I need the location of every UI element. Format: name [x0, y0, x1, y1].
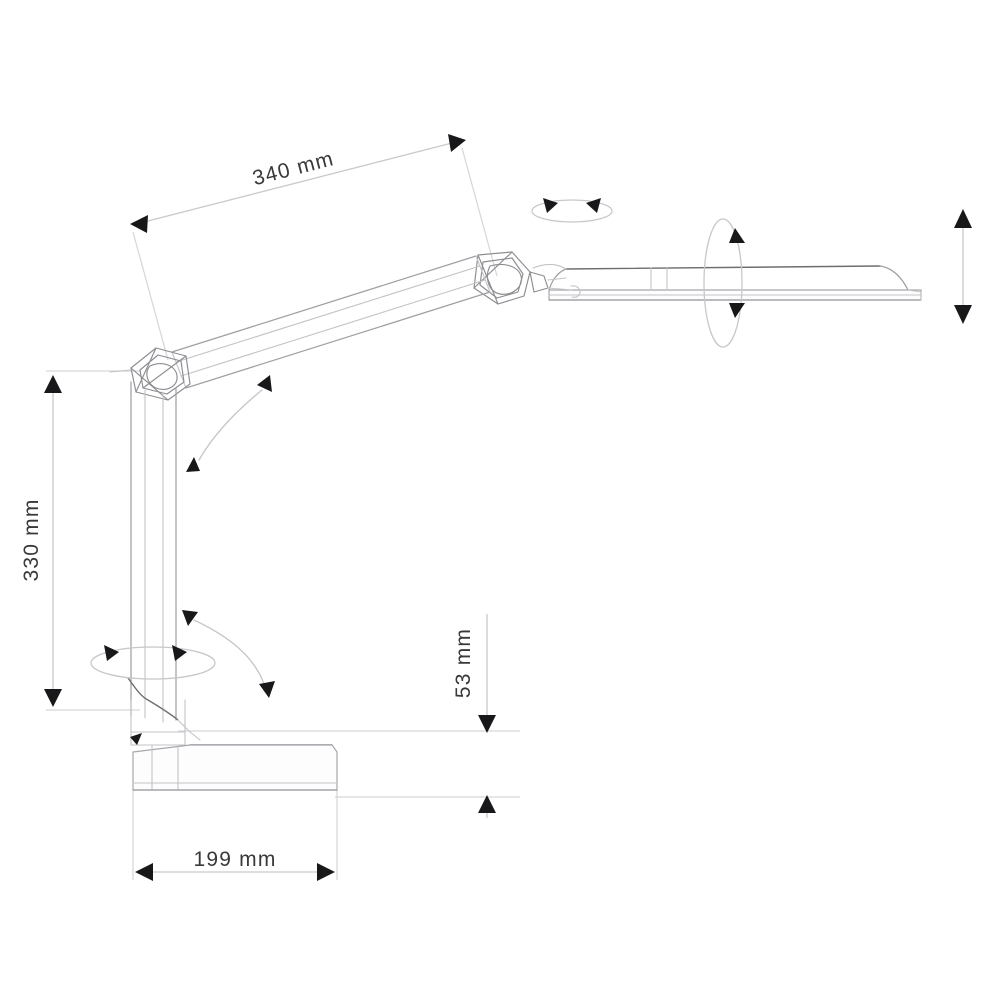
part-upper-elbow [473, 251, 581, 305]
base-post-seat [151, 744, 179, 791]
head-left-cap [548, 268, 567, 291]
elbow-knob [570, 285, 581, 298]
rotation-arrow-bottom-icon [729, 303, 745, 318]
joint-cross [130, 347, 187, 401]
rotation-arrow-top-icon [729, 228, 745, 243]
arm-end-right [475, 255, 491, 293]
motion-base-swivel [90, 645, 216, 680]
motion-head-vertical-travel [954, 209, 972, 324]
dimension-base-clearance: 53 mm [178, 614, 520, 818]
arrow-bottom-icon [44, 689, 62, 707]
extension-line-right [461, 147, 498, 277]
elbow-to-head-stems [547, 277, 573, 291]
dimension-label-330: 330 mm [20, 498, 43, 581]
elbow-link [529, 271, 549, 293]
dimension-label-199: 199 mm [193, 848, 276, 871]
arm-top-edge [171, 255, 477, 353]
motion-head-axial-rotation [703, 218, 745, 348]
dimension-label-53: 53 mm [452, 628, 475, 698]
part-upper-arm [171, 255, 491, 389]
head-right-cap [879, 265, 909, 291]
elbow-arc-arrow-bottom-icon [186, 457, 200, 472]
elbow-arc-arrow-top-icon [257, 375, 272, 392]
elbow-inner [479, 257, 524, 299]
rotation-ellipse [703, 218, 743, 348]
arm-bottom-edge [185, 291, 491, 389]
part-lower-joint [127, 677, 201, 746]
swivel-ellipse [531, 199, 613, 223]
part-upper-column-joint [109, 347, 191, 401]
joint-left-stub [109, 369, 132, 373]
travel-arrow-up-icon [954, 209, 972, 228]
lower-arc-arrow-right-icon [259, 681, 275, 698]
swivel-arrow-left-icon [543, 198, 558, 213]
base-swivel-ellipse [90, 646, 216, 680]
motion-lower-joint-swing [182, 610, 275, 698]
dimension-post-height: 330 mm [20, 370, 140, 711]
arrow-right-icon [448, 134, 466, 152]
elbow-head-sweep [532, 263, 567, 270]
part-vertical-column [130, 381, 177, 723]
motion-upper-elbow-swing [186, 375, 272, 472]
base-swivel-arrow-left-icon [104, 645, 119, 661]
dimension-upper-arm-length: 340 mm [130, 134, 498, 361]
head-top-edge [565, 265, 881, 270]
part-base-plate [132, 744, 338, 791]
lower-joint-marker-icon [130, 733, 142, 745]
part-lamp-head [548, 265, 922, 301]
arrow-top-icon [44, 375, 62, 393]
extension-line-left [132, 231, 169, 361]
arrow-bottom-icon [478, 795, 496, 813]
lower-joint-bracket [177, 719, 201, 741]
swivel-arrow-right-icon [586, 198, 601, 213]
arrow-right-icon [317, 863, 335, 881]
arrow-left-icon [130, 215, 148, 233]
lower-arc [193, 619, 265, 685]
joint-hub [146, 363, 178, 390]
elbow-arc [198, 389, 263, 461]
dimension-line [139, 141, 457, 224]
motion-head-tilt-joint [531, 198, 613, 223]
elbow-hub [486, 263, 523, 295]
arm-inner-bottom [180, 279, 486, 377]
arrow-top-icon [478, 715, 496, 733]
head-center-bracket [650, 267, 668, 291]
travel-arrow-down-icon [954, 305, 972, 324]
lower-collar [130, 699, 186, 746]
lower-joint-sweep [127, 677, 179, 721]
head-right-tip [907, 289, 922, 301]
dimension-base-width: 199 mm [132, 790, 338, 881]
lower-arc-arrow-left-icon [182, 610, 198, 626]
arm-inner-top [175, 265, 481, 363]
base-swivel-arrow-right-icon [172, 645, 187, 661]
arrow-left-icon [135, 863, 153, 881]
